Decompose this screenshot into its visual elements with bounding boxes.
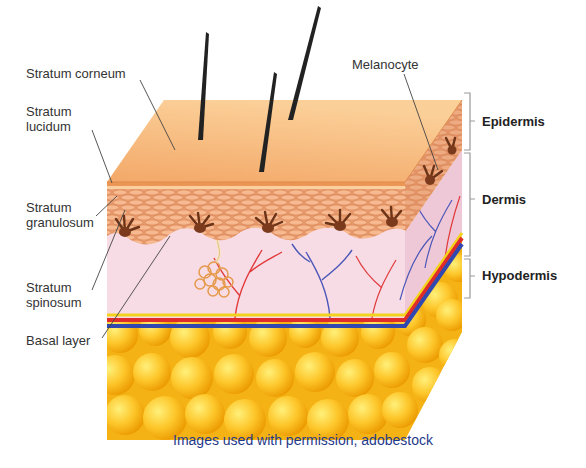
region-label: Hypodermis — [482, 268, 557, 283]
part-label: Melanocyte — [352, 57, 418, 72]
blood-vessels — [107, 233, 462, 326]
hairs — [198, 6, 321, 172]
region-label: Epidermis — [482, 114, 545, 129]
leader-lines — [92, 74, 438, 338]
caption: Images used with permission, adobestock — [173, 432, 433, 449]
layer-label: Basal layer — [26, 333, 90, 348]
layer-label: Stratum lucidum — [26, 104, 88, 134]
epidermis-layer — [107, 100, 462, 245]
layer-label: Stratum spinosum — [26, 280, 106, 310]
layer-label: Stratum corneum — [26, 66, 126, 81]
layer-label: Stratum granulosum — [26, 200, 106, 230]
melanocytes — [116, 138, 457, 237]
region-label: Dermis — [482, 192, 526, 207]
layer-brackets — [464, 93, 475, 298]
